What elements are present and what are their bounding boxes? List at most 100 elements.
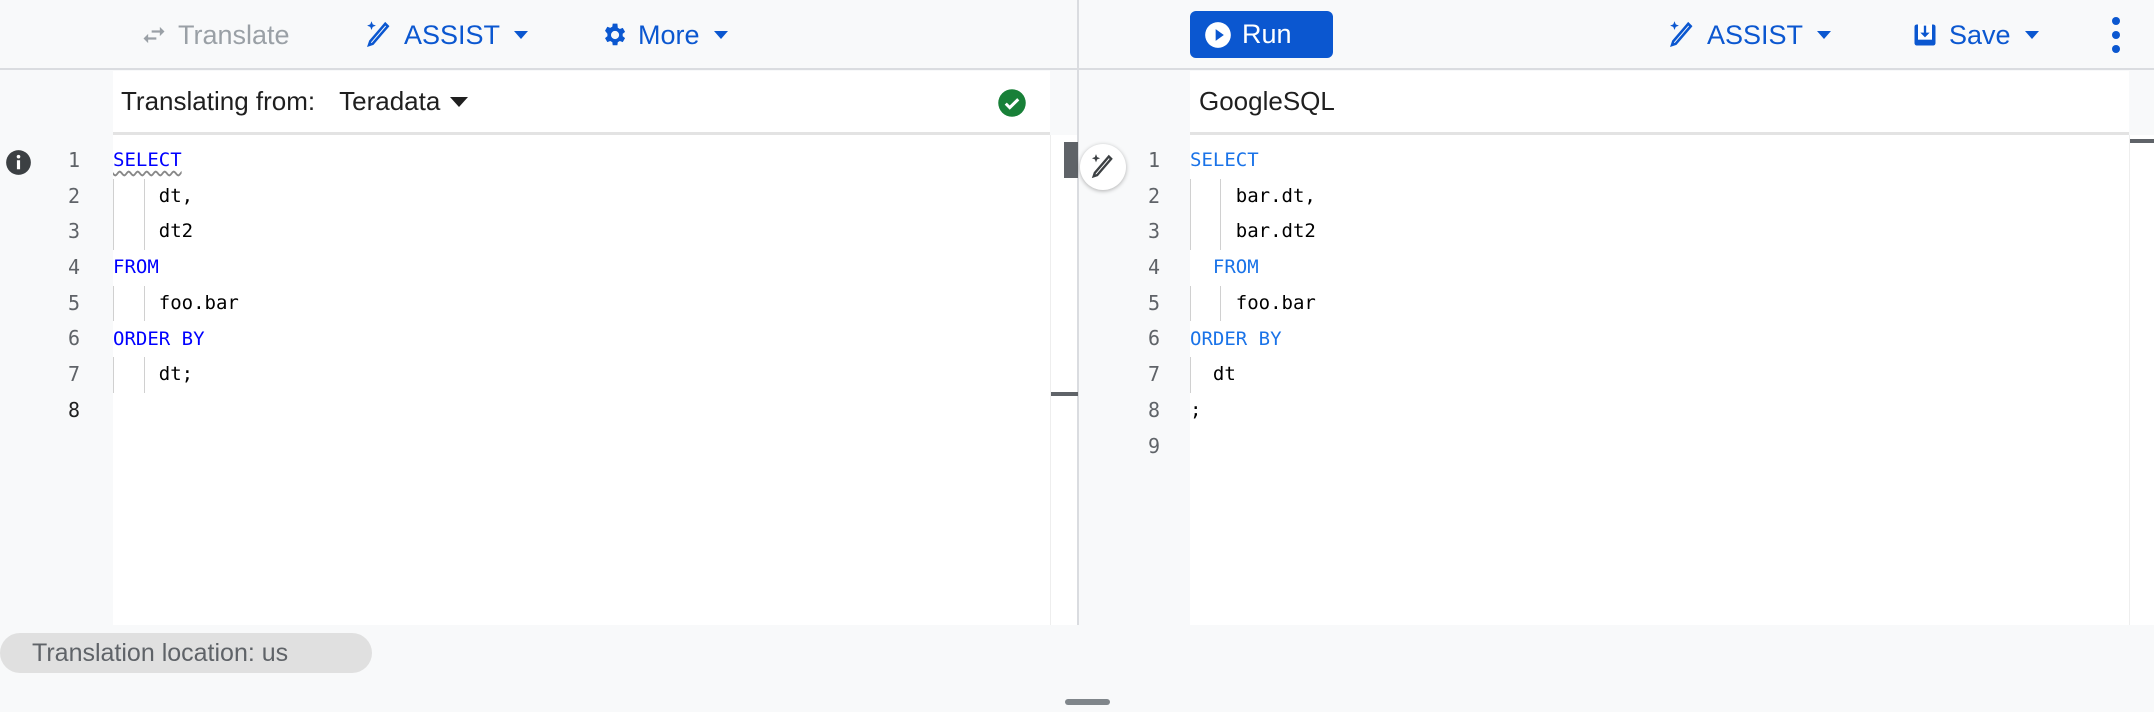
more-vert-button[interactable] [2109,17,2123,53]
gear-icon [605,23,626,46]
source-scrollbar[interactable] [1050,135,1078,625]
pen-spark-icon [1670,21,1693,47]
code-text: dt2 [158,220,194,243]
code-line [113,393,1050,429]
indent-guide [1190,285,1191,322]
target-dialect-header: GoogleSQL [1190,71,2129,135]
sql-keyword: FROM [1212,256,1259,279]
swap-icon [143,26,165,44]
code-text: dt; [158,363,194,386]
assist-menu-button-right[interactable]: ASSIST [1667,12,1832,58]
sql-keyword: SELECT [1190,149,1259,171]
play-circle-icon [1205,21,1231,48]
info-icon[interactable] [5,149,32,176]
indent-guide [113,357,114,393]
code-line: foo.bar [1190,286,2129,322]
code-text: foo.bar [1235,291,1316,314]
code-text: dt, [158,184,194,207]
code-line: bar.dt, [1190,179,2129,215]
line-number: 8 [67,397,80,422]
more-label: More [638,19,700,50]
code-line: SELECT [113,143,1050,179]
indent-guide [1190,178,1191,251]
line-number: 1 [1147,148,1160,172]
caret-down-icon [713,31,728,39]
indent-guide [144,178,145,251]
code-line: dt; [113,357,1050,393]
pane-divider[interactable] [1077,0,1079,625]
source-dialect-select[interactable]: Teradata [339,86,469,117]
caret-down-icon [450,96,469,107]
caret-down-icon [1817,31,1832,39]
caret-down-icon [514,31,529,39]
source-line-numbers: 1 2 3 4 5 6 7 8 [50,143,80,429]
indent-guide [113,178,114,251]
line-number: 4 [67,255,80,280]
more-menu-button[interactable]: More [600,12,728,58]
overview-ruler-marker [1051,392,1078,396]
line-number: 4 [1147,255,1160,280]
line-number: 3 [67,219,80,244]
line-number: 1 [67,148,80,172]
code-line: SELECT [1190,143,2129,179]
resize-handle[interactable] [1065,699,1110,705]
run-button[interactable]: Run [1190,11,1333,58]
indent-guide [1220,178,1221,251]
line-number: 6 [67,326,80,351]
source-dialect-value: Teradata [339,86,441,116]
assist-label: ASSIST [1707,19,1804,50]
code-line: ORDER BY [1190,322,2129,358]
code-line: bar.dt2 [1190,214,2129,250]
code-text: bar.dt, [1235,184,1316,207]
source-scroll-thumb[interactable] [1064,142,1078,178]
line-number: 2 [1147,183,1160,208]
target-dialect-label: GoogleSQL [1199,86,1335,116]
code-line: FROM [113,250,1050,286]
sql-keyword: FROM [113,256,159,279]
assist-inline-button[interactable] [1080,144,1126,190]
check-circle-icon [998,89,1026,117]
sql-keyword: SELECT [113,149,182,171]
code-line: FROM [1190,250,2129,286]
line-number: 9 [1147,433,1160,458]
indent-guide [1220,285,1221,322]
indent-guide [113,285,114,322]
code-line: dt2 [113,214,1050,250]
save-download-icon [1914,24,1936,46]
assist-label: ASSIST [404,19,501,50]
line-number: 5 [1147,290,1160,315]
target-toolbar: Run ASSIST Save [1079,0,2154,70]
line-number: 6 [1147,326,1160,351]
indent-guide [144,357,145,393]
code-text: dt [1212,363,1236,386]
save-menu-button[interactable]: Save [1911,12,2039,58]
code-line [1190,429,2129,465]
line-number: 3 [1147,219,1160,244]
source-dialect-header: Translating from: Teradata [113,71,1050,135]
code-text: foo.bar [158,291,239,314]
code-line: dt, [113,179,1050,215]
code-line: dt [1190,357,2129,393]
code-line: foo.bar [113,286,1050,322]
line-number: 2 [67,183,80,208]
code-line: ORDER BY [113,322,1050,358]
overview-ruler-marker [2130,139,2154,143]
code-text: bar.dt2 [1235,220,1316,243]
line-number: 7 [67,362,80,387]
source-toolbar: Translate ASSIST More [0,0,1077,70]
translate-button[interactable]: Translate [140,12,290,58]
sql-keyword: ORDER BY [1190,327,1282,350]
target-scrollbar[interactable] [2129,135,2154,625]
caret-down-icon [2024,31,2039,39]
run-label: Run [1242,19,1292,49]
sql-keyword: ORDER BY [113,327,205,350]
assist-menu-button[interactable]: ASSIST [364,12,529,58]
translation-location-chip[interactable]: Translation location: us [0,633,372,673]
line-number: 8 [1147,397,1160,422]
code-line: ; [1190,393,2129,429]
indent-guide [1190,357,1191,393]
line-number: 5 [67,290,80,315]
